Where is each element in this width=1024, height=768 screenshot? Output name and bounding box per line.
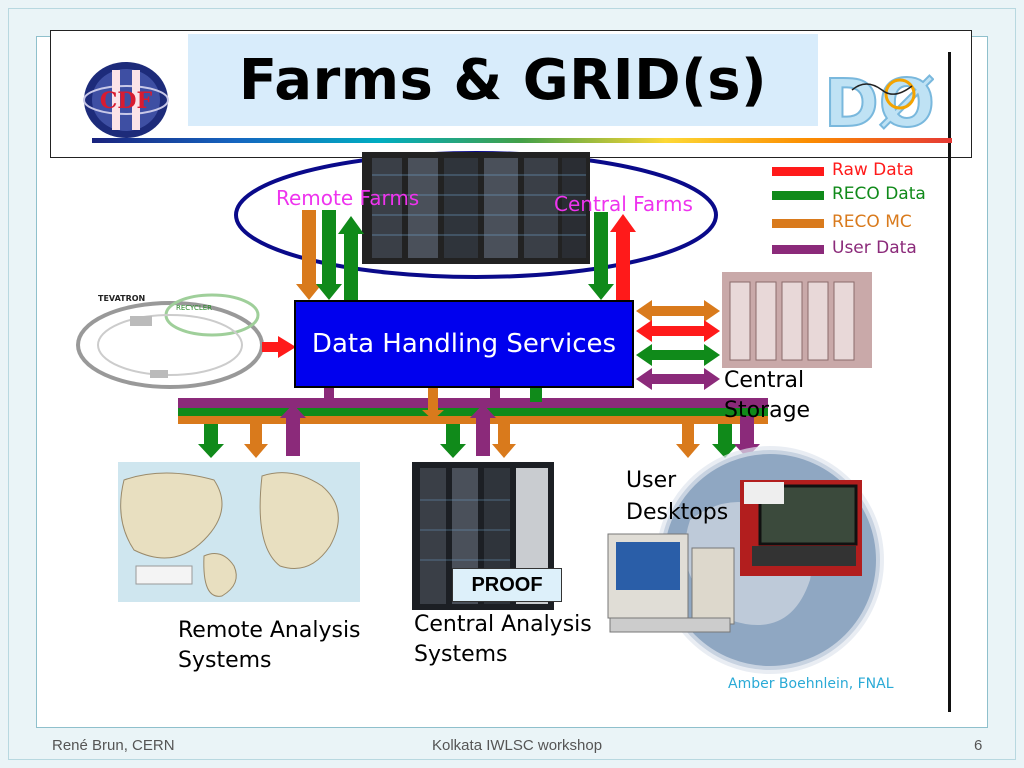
d0-logo-text: DØ — [824, 65, 934, 134]
central-analysis-label-1: Central Analysis — [414, 612, 592, 637]
right-rule — [948, 52, 951, 712]
central-analysis-label-2: Systems — [414, 642, 508, 667]
slide-outer-border — [8, 8, 1016, 760]
legend: Raw Data RECO Data RECO MC User Data — [772, 160, 952, 270]
legend-swatch-user — [772, 245, 824, 254]
central-storage-image — [722, 272, 872, 368]
credit-label: Amber Boehnlein, FNAL — [728, 676, 894, 692]
legend-label-mc: RECO MC — [832, 212, 912, 232]
remote-farms-arrows — [296, 210, 364, 300]
legend-swatch-mc — [772, 219, 824, 228]
remote-analysis-label-2: Systems — [178, 648, 272, 673]
storage-arrows — [636, 300, 720, 390]
footer-author: René Brun, CERN — [52, 737, 175, 754]
central-storage-label-1: Central — [724, 368, 805, 393]
cdf-logo: CDF — [83, 62, 169, 138]
footer-event: Kolkata IWLSC workshop — [432, 737, 603, 754]
legend-swatch-raw — [772, 167, 824, 176]
recycler-label: RECYCLER — [176, 304, 213, 312]
legend-label-reco: RECO Data — [832, 184, 926, 204]
footer-page-number: 6 — [974, 737, 983, 754]
user-desktops-globe — [607, 446, 884, 674]
data-handling-services-box: Data Handling Services — [294, 300, 634, 388]
d0-logo: DØ — [823, 64, 934, 134]
central-farms-label: Central Farms — [554, 192, 693, 216]
slide-title: Farms & GRID(s) — [238, 47, 768, 113]
data-bus — [178, 398, 768, 424]
farm-servers-image — [362, 152, 590, 264]
remote-analysis-arrows — [198, 404, 306, 458]
user-desktops-label-1: User — [626, 468, 677, 493]
central-analysis-arrows — [440, 404, 516, 458]
central-farms-arrows — [588, 212, 636, 300]
user-desktops-label-2: Desktops — [626, 500, 729, 525]
remote-analysis-maps — [118, 462, 360, 602]
legend-label-raw: Raw Data — [832, 160, 914, 180]
legend-label-user: User Data — [832, 238, 917, 258]
bus-to-dhs-arrows — [324, 388, 542, 420]
tevatron-label: TEVATRON — [98, 294, 146, 303]
rainbow-divider — [92, 138, 952, 143]
cdf-logo-text: CDF — [100, 88, 153, 114]
title-band: Farms & GRID(s) — [188, 34, 818, 126]
remote-farms-label: Remote Farms — [276, 186, 420, 210]
legend-swatch-reco — [772, 191, 824, 200]
proof-badge: PROOF — [452, 568, 562, 602]
central-storage-label-2: Storage — [724, 398, 811, 423]
tevatron-diagram — [76, 293, 264, 389]
remote-analysis-label-1: Remote Analysis — [178, 618, 361, 643]
